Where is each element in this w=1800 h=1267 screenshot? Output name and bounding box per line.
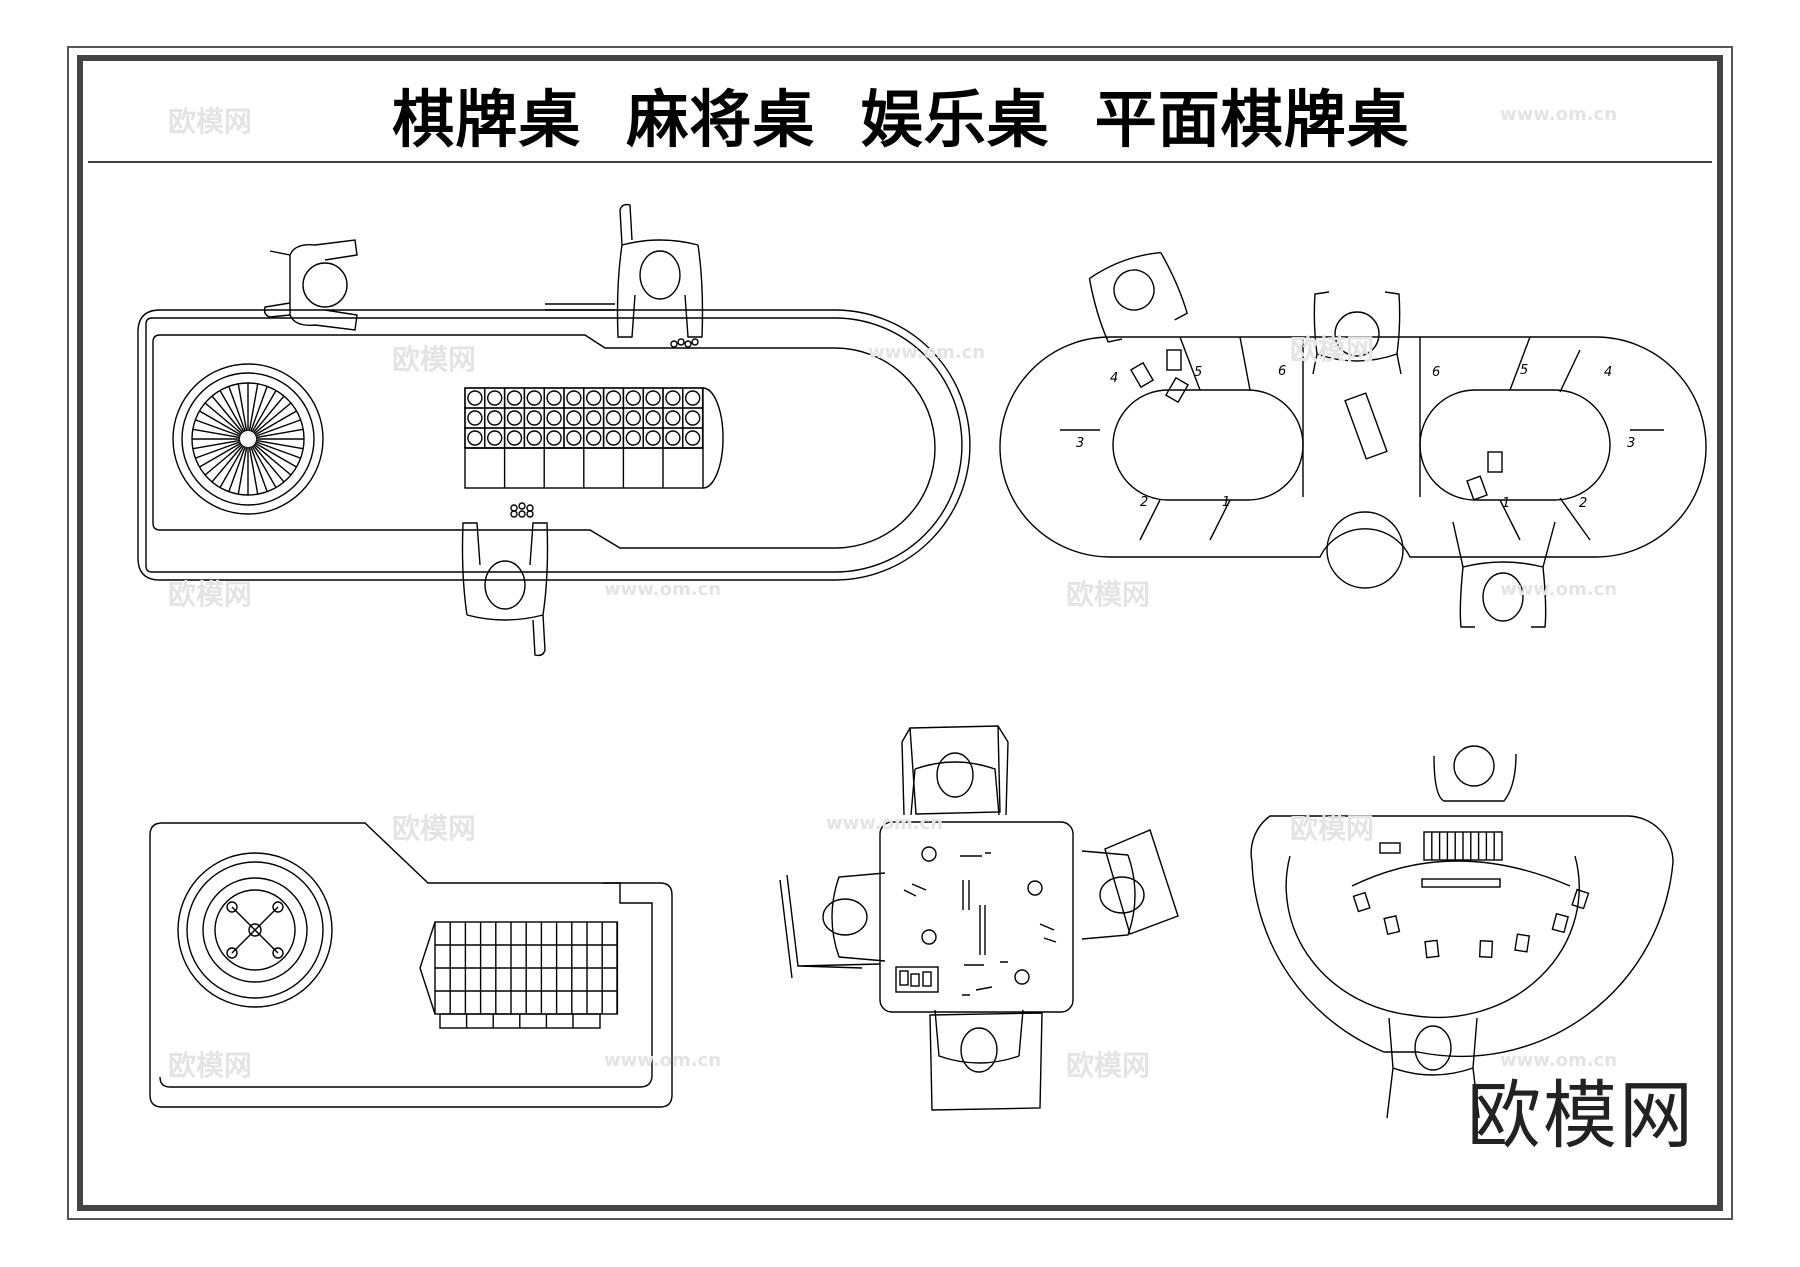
watermark-logo: 欧模网 (168, 578, 253, 611)
watermark-url: www.om.cn (1500, 1050, 1618, 1071)
brand-logo-text: 欧模网 (1467, 1073, 1695, 1159)
roulette-wheel (177, 852, 333, 1008)
watermark-url: www.om.cn (604, 579, 722, 600)
seat-number-label: 4 (1604, 365, 1612, 380)
roulette-table-long (137, 303, 971, 581)
seat-number-label: 6 (1278, 364, 1286, 379)
watermark-logo: 欧模网 (1066, 1049, 1151, 1082)
watermark-logo: 欧模网 (168, 105, 253, 138)
watermark-logo: 欧模网 (392, 812, 477, 845)
seat-number-label: 1 (1502, 496, 1510, 511)
watermark-url: www.om.cn (826, 813, 944, 834)
seat-number-label: 3 (1627, 436, 1635, 451)
person-figure (263, 239, 358, 331)
person-figure (1433, 745, 1517, 802)
person-figure (1081, 850, 1145, 940)
chair (779, 725, 1179, 1111)
person-figure (616, 203, 704, 338)
watermark-url: www.om.cn (1500, 104, 1618, 125)
seat-number-label: 2 (1140, 495, 1148, 510)
watermark-url: www.om.cn (868, 342, 986, 363)
watermark-logo: 欧模网 (1290, 333, 1375, 366)
watermark-url: www.om.cn (1500, 579, 1618, 600)
sheet-outer-frame (67, 46, 1733, 1220)
person-figure (461, 522, 549, 657)
roulette-table-small (149, 822, 673, 1108)
watermark-logo: 欧模网 (392, 343, 477, 376)
person-figure (1312, 291, 1402, 375)
seat-number-label: 3 (1076, 436, 1084, 451)
watermark-logo: 欧模网 (168, 1049, 253, 1082)
blackjack-table (1250, 815, 1674, 1057)
seat-number-label: 1 (1222, 495, 1230, 510)
person-figure (910, 752, 1000, 816)
seat-number-label: 5 (1520, 363, 1528, 378)
roulette-wheel (172, 363, 324, 515)
watermark-logo: 欧模网 (1066, 578, 1151, 611)
watermark-logo: 欧模网 (1290, 812, 1375, 845)
seat-number-label: 2 (1579, 496, 1587, 511)
card-table-pair (999, 336, 1707, 589)
watermark-url: www.om.cn (604, 1050, 722, 1071)
mahjong-table (879, 821, 1074, 1013)
person-figure (1386, 1017, 1480, 1119)
seat-number-label: 5 (1194, 365, 1202, 380)
sheet-inner-frame (77, 55, 1723, 1211)
person-figure (822, 872, 886, 962)
person-figure (1452, 521, 1556, 628)
person-figure (1088, 251, 1188, 343)
seat-number-label: 4 (1110, 371, 1118, 386)
page-title: 棋牌桌 麻将桌 娱乐桌 平面棋牌桌 (392, 83, 1410, 156)
person-figure (934, 1009, 1024, 1073)
seat-number-label: 6 (1432, 365, 1440, 380)
